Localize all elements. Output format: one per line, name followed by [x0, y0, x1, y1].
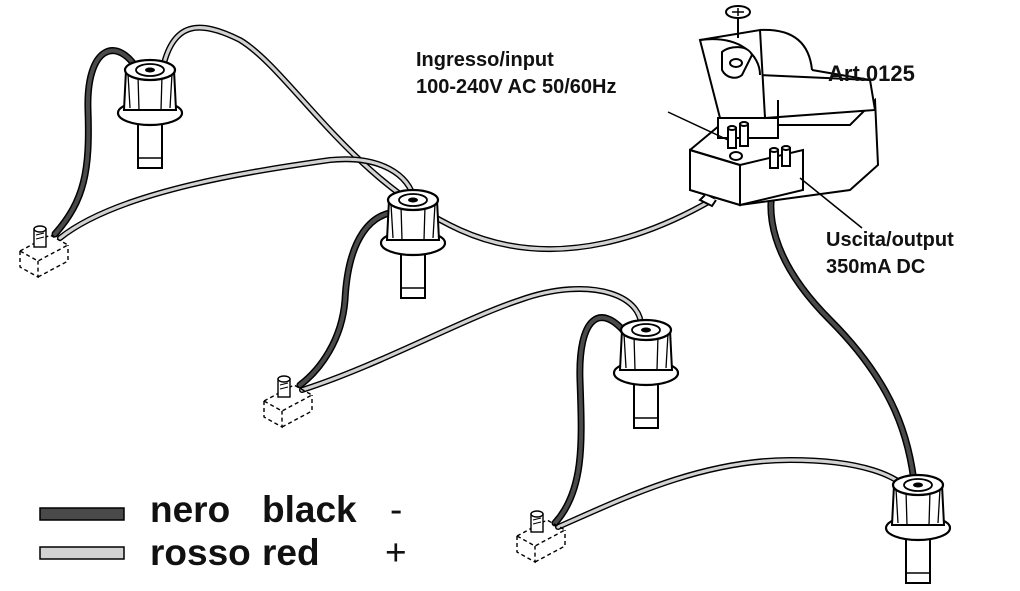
legend-black-it: nero	[150, 489, 231, 530]
power-driver	[689, 5, 880, 208]
lamp-3	[612, 318, 680, 430]
legend-black-en: black	[262, 489, 357, 530]
legend-swatch-black	[39, 507, 125, 521]
lamp-2	[379, 188, 447, 300]
output-label-line1: Uscita/output	[826, 229, 954, 251]
legend-red-en: red	[262, 532, 320, 573]
red-wires	[57, 24, 915, 530]
lamp-4	[884, 473, 952, 585]
output-label-line2: 350mA DC	[826, 256, 926, 278]
lamp-1	[116, 58, 184, 170]
legend-red-sign: +	[385, 532, 407, 573]
input-label-line2: 100-240V AC 50/60Hz	[416, 76, 617, 98]
legend-black-sign: -	[390, 489, 403, 530]
legend-red-it: rosso	[150, 532, 251, 573]
black-wires	[51, 47, 919, 527]
legend-swatch-red	[39, 546, 125, 560]
leader-lines	[667, 111, 863, 229]
article-label: Art.0125	[828, 61, 915, 86]
input-label-line1: Ingresso/input	[416, 49, 554, 71]
